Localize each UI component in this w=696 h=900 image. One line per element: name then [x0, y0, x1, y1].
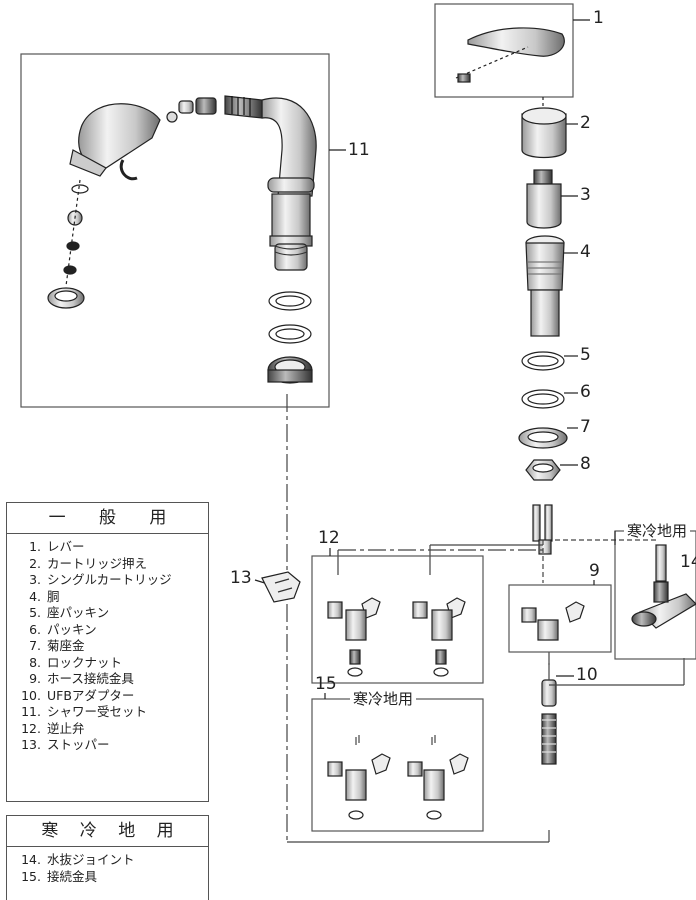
callout-12: 12	[318, 528, 340, 548]
cold-region-drain-frame	[614, 530, 696, 660]
cold-region-label-15: 寒冷地用	[350, 691, 417, 707]
legend-item: 7.菊座金	[29, 638, 85, 653]
legend-item: 10.UFBアダプター	[21, 687, 135, 703]
callout-6: 6	[580, 382, 591, 402]
cold-region-label-14: 寒冷地用	[624, 523, 691, 539]
legend-item: 14.水抜ジョイント	[21, 852, 135, 867]
legend-item: 9.ホース接続金具	[29, 671, 134, 686]
shower-head-assembly	[47, 95, 317, 384]
legend-item: 8.ロックナット	[29, 654, 123, 670]
callout-14: 14	[680, 552, 696, 572]
hose-connector-frame	[508, 580, 612, 653]
legend-cold-region: 寒 冷 地 用 14.水抜ジョイント 15.接続金具	[6, 815, 209, 900]
legend-item: 2.カートリッジ押え	[29, 555, 148, 571]
legend-item: 3.シングルカートリッジ	[29, 572, 172, 587]
callout-5: 5	[580, 345, 591, 365]
legend-item: 1.レバー	[29, 539, 85, 554]
column-parts	[518, 97, 578, 765]
stopper-part	[254, 571, 301, 603]
hose-connector-parts	[521, 601, 585, 641]
callout-1: 1	[593, 8, 604, 28]
legend-cold-heading: 寒 冷 地 用	[7, 816, 208, 847]
legend-item: 12.逆止弁	[21, 720, 85, 736]
legend-item: 6.パッキン	[29, 621, 97, 637]
connector-lines	[286, 394, 685, 843]
legend-item: 4.胴	[29, 588, 60, 604]
callout-13: 13	[230, 568, 252, 588]
cold-region-connection-parts	[327, 735, 469, 820]
legend-general: 一 般 用 1.レバー 2.カートリッジ押え 3.シングルカートリッジ 4.胴 …	[6, 502, 209, 802]
check-valve-parts	[327, 597, 466, 677]
legend-general-heading: 一 般 用	[7, 503, 208, 534]
callout-4: 4	[580, 242, 591, 262]
legend-item: 15.接続金具	[21, 868, 98, 884]
callout-8: 8	[580, 454, 591, 474]
legend-general-list: 1.レバー 2.カートリッジ押え 3.シングルカートリッジ 4.胴 5.座パッキ…	[7, 534, 208, 760]
shower-set-frame	[20, 53, 346, 408]
callout-10: 10	[576, 665, 598, 685]
legend-item: 5.座パッキン	[29, 605, 110, 620]
check-valve-frame	[311, 548, 484, 684]
callout-15: 15	[315, 674, 337, 694]
callout-3: 3	[580, 185, 591, 205]
legend-cold-list: 14.水抜ジョイント 15.接続金具	[7, 847, 208, 891]
callout-7: 7	[580, 417, 591, 437]
legend-item: 11.シャワー受セット	[21, 704, 148, 719]
legend-item: 13.ストッパー	[21, 737, 110, 752]
callout-9: 9	[589, 561, 600, 581]
callout-2: 2	[580, 113, 591, 133]
callout-11: 11	[348, 140, 370, 160]
lever-frame	[434, 3, 590, 98]
